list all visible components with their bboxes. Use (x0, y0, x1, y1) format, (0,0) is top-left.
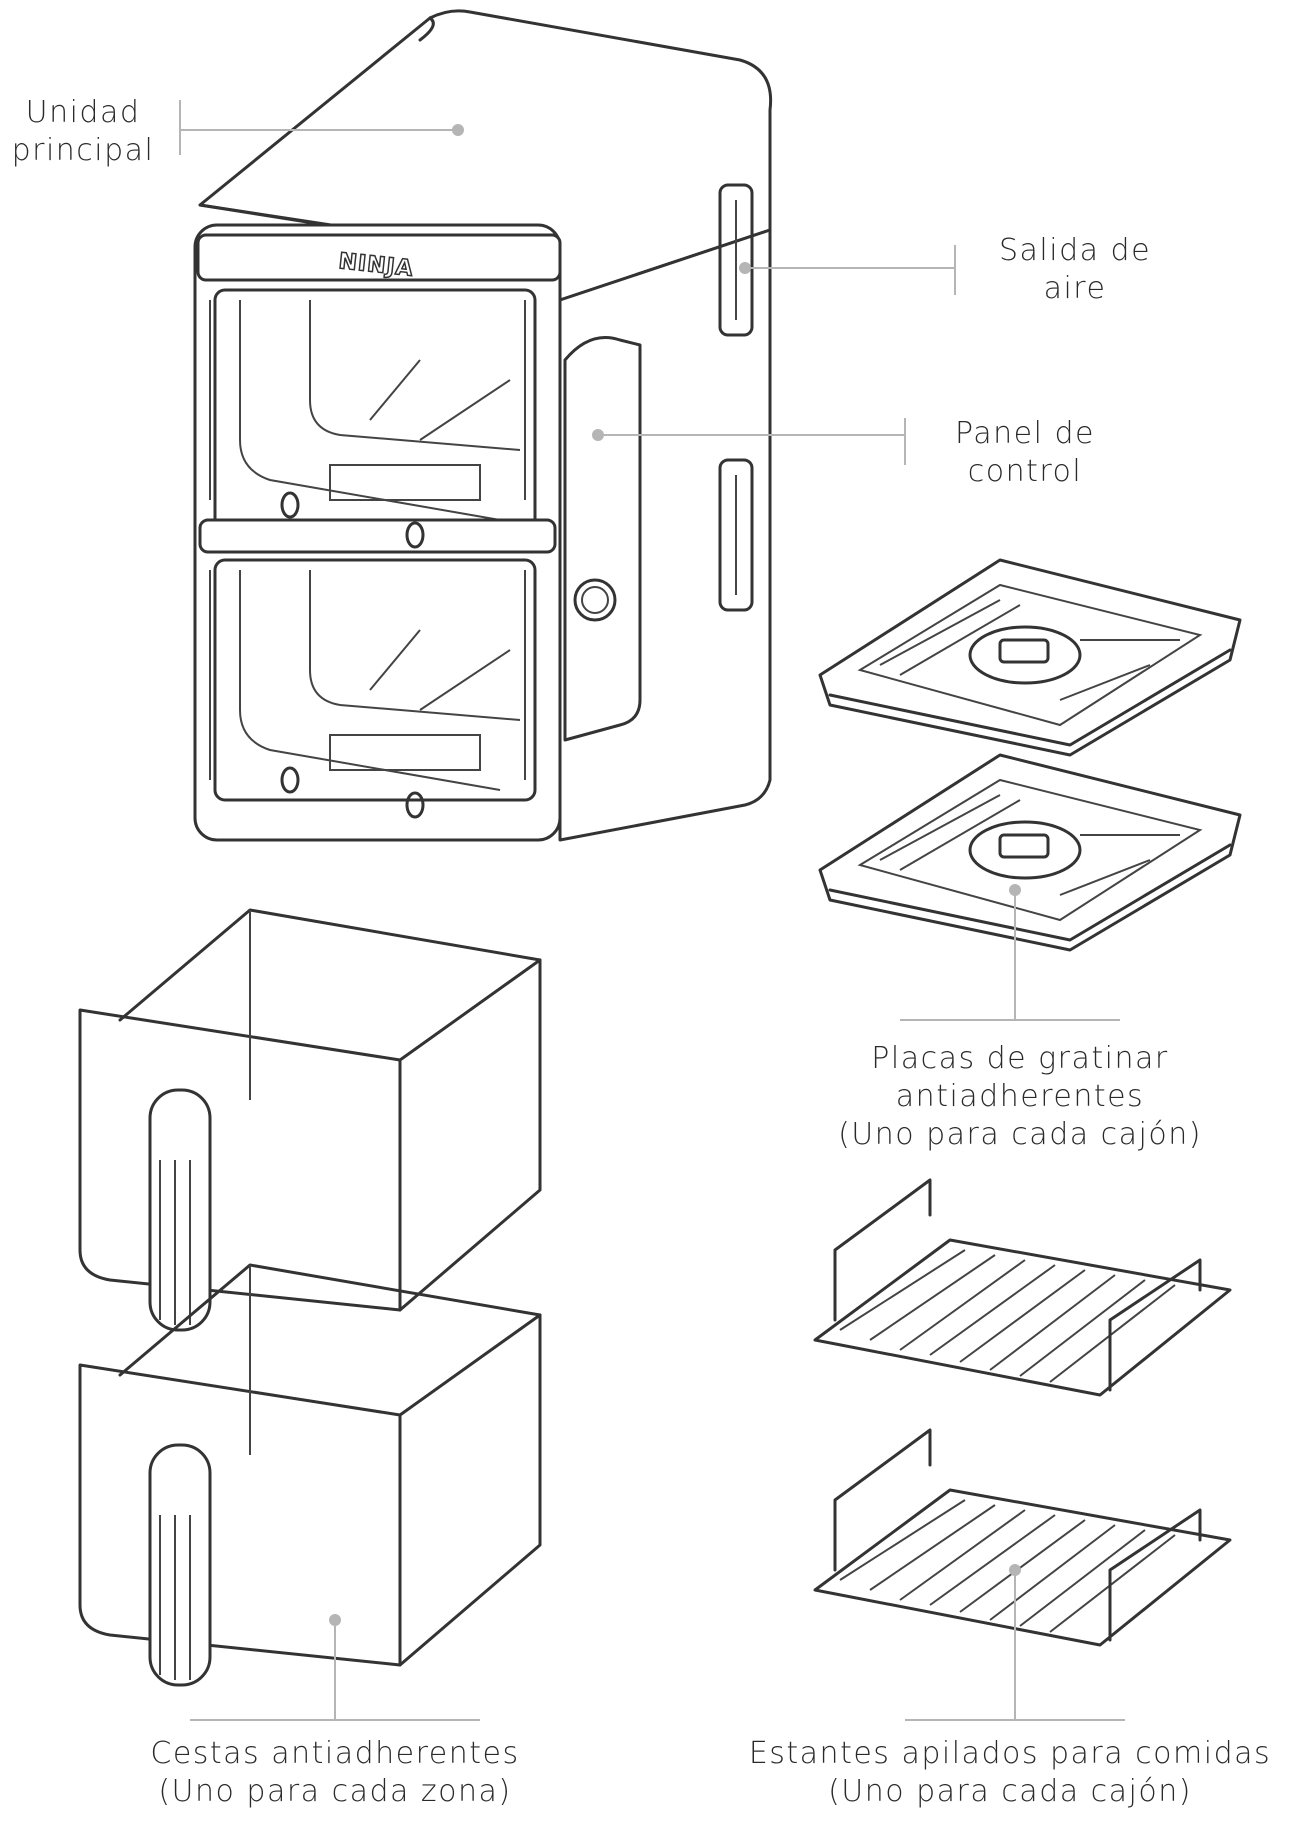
label-control-panel-line-2: control (967, 454, 1083, 489)
label-air-outlet: Salida de aire (980, 232, 1170, 308)
rack-drawing-2 (813, 1428, 1232, 1647)
label-baskets-line-2: (Uno para cada zona) (158, 1774, 512, 1809)
label-control-panel: Panel de control (930, 415, 1120, 491)
basket-drawing (78, 908, 542, 1332)
label-control-panel-line-1: Panel de (955, 416, 1095, 451)
label-baskets-line-1: Cestas antiadherentes (150, 1736, 520, 1771)
main-unit-drawing (193, 9, 773, 842)
label-air-outlet-line-2: aire (1043, 271, 1107, 306)
label-baskets: Cestas antiadherentes (Uno para cada zon… (120, 1735, 550, 1811)
label-racks-line-1: Estantes apilados para comidas (748, 1736, 1272, 1771)
label-crisper-plates: Placas de gratinar antiadherentes (Uno p… (800, 1040, 1240, 1154)
label-main-unit: Unidad principal (8, 94, 158, 170)
label-crisper-plates-line-1: Placas de gratinar (871, 1041, 1169, 1076)
label-air-outlet-line-1: Salida de (998, 233, 1152, 268)
label-racks-line-2: (Uno para cada cajón) (828, 1774, 1192, 1809)
label-crisper-plates-line-2: antiadherentes (895, 1079, 1145, 1114)
label-main-unit-line-2: principal (11, 133, 155, 168)
basket-drawing-2 (78, 1263, 542, 1687)
leader-lines (179, 100, 1125, 1721)
label-main-unit-line-1: Unidad (25, 95, 141, 130)
crisper-plate-drawing (818, 558, 1242, 757)
rack-drawing (813, 1178, 1232, 1397)
crisper-plate-drawing-2 (818, 753, 1242, 952)
label-racks: Estantes apilados para comidas (Uno para… (735, 1735, 1285, 1811)
label-crisper-plates-line-3: (Uno para cada cajón) (838, 1117, 1202, 1152)
